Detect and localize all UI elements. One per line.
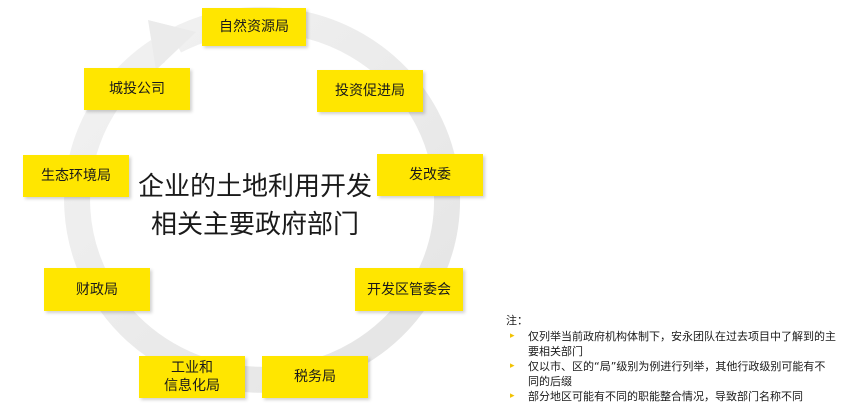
node-ndrc: 发改委 <box>377 154 483 196</box>
notes-block: 注： ▸ 仅列举当前政府机构体制下，安永团队在过去项目中了解到的主要相关部门 ▸… <box>506 313 836 404</box>
node-dev-zone: 开发区管委会 <box>355 268 463 311</box>
node-city-invest: 城投公司 <box>84 68 190 110</box>
bullet-icon: ▸ <box>510 391 515 401</box>
node-investment-promotion: 投资促进局 <box>317 70 423 112</box>
note-text: 部分地区可能有不同的职能整合情况，导致部门名称不同 <box>528 390 803 403</box>
cycle-ring-band <box>64 6 461 393</box>
node-natural-resources: 自然资源局 <box>202 8 306 46</box>
note-item: ▸ 部分地区可能有不同的职能整合情况，导致部门名称不同 <box>506 389 836 404</box>
notes-label: 注： <box>506 314 528 327</box>
node-tax: 税务局 <box>262 356 368 398</box>
note-text: 仅以市、区的“局”级别为例进行列举，其他行政级别可能有不同的后缀 <box>528 360 826 388</box>
note-item: ▸ 仅以市、区的“局”级别为例进行列举，其他行政级别可能有不同的后缀 <box>506 359 836 389</box>
cycle-arrowhead <box>148 20 196 70</box>
node-finance: 财政局 <box>44 268 150 311</box>
note-item: ▸ 仅列举当前政府机构体制下，安永团队在过去项目中了解到的主要相关部门 <box>506 329 836 359</box>
bullet-icon: ▸ <box>510 361 515 371</box>
diagram-title: 企业的土地利用开发 相关主要政府部门 <box>137 172 372 240</box>
node-industry-it: 工业和 信息化局 <box>139 356 245 398</box>
node-ecology: 生态环境局 <box>23 155 129 197</box>
note-text: 仅列举当前政府机构体制下，安永团队在过去项目中了解到的主要相关部门 <box>528 330 836 358</box>
bullet-icon: ▸ <box>510 331 515 341</box>
